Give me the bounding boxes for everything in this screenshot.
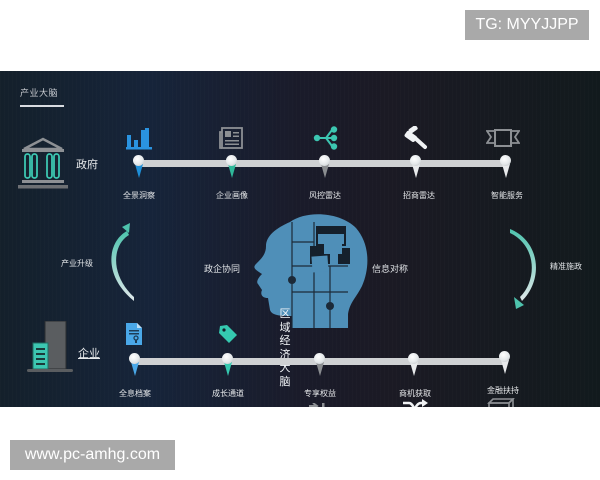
- cycle-arrow-left-icon: [111, 223, 134, 301]
- puzzle-head-icon: [254, 214, 368, 328]
- timeline-node-chengzhang[interactable]: [221, 353, 235, 377]
- cycle-arrow-right-icon: [510, 229, 536, 309]
- ribbon-banner-icon: [486, 129, 520, 147]
- industry-brain-diagram: 产业大脑 政府: [0, 71, 600, 407]
- gavel-icon: [404, 126, 427, 149]
- bar-chart-icon: [126, 128, 152, 150]
- cycle-label-gov-enterprise-collab: 政企协同: [204, 265, 241, 275]
- timeline-label: 全息档案: [119, 389, 151, 398]
- document-certificate-icon: [126, 323, 142, 345]
- timeline-node-zhineng[interactable]: [499, 155, 513, 179]
- card-box-icon: [487, 398, 515, 407]
- timeline-label: 专享权益: [304, 389, 336, 398]
- timeline-label: 商机获取: [399, 389, 431, 398]
- timeline-label: 成长通道: [212, 389, 244, 398]
- cycle-label-industry-upgrade: 产业升级: [61, 259, 93, 268]
- office-building-icon: [27, 321, 73, 372]
- price-tag-icon: [219, 325, 237, 343]
- timeline-node-quanjing[interactable]: [132, 155, 146, 179]
- panel-title-underline: [20, 105, 64, 107]
- timeline-label: 风控雷达: [309, 191, 341, 200]
- panel-title: 产业大脑: [20, 89, 59, 99]
- timeline-node-qiye-huaxiang[interactable]: [225, 155, 239, 179]
- timeline-node-zhaoshang[interactable]: [409, 155, 423, 179]
- cycle-label-info-symmetry: 信息对称: [372, 265, 409, 275]
- timeline-label: 金融扶持: [487, 386, 519, 395]
- hierarchy-share-icon: [313, 126, 338, 150]
- exclusive-arrow-icon: [309, 403, 325, 407]
- timeline-label: 智能服务: [491, 191, 523, 200]
- timeline-label: 企业画像: [216, 191, 248, 200]
- enterprise-label: 企业: [78, 347, 100, 360]
- government-label: 政府: [76, 158, 98, 171]
- watermark-top: TG: MYYJJPP: [465, 10, 589, 40]
- regional-economy-brain-title: 区 域 经 济 大 脑: [279, 307, 291, 388]
- watermark-bottom: www.pc-amhg.com: [10, 440, 175, 470]
- timeline-label: 全景洞察: [123, 191, 155, 200]
- newspaper-icon: [219, 127, 243, 149]
- timeline-node-shangji[interactable]: [407, 353, 421, 377]
- timeline-node-jinrong[interactable]: [498, 351, 512, 375]
- shuffle-icon: [403, 399, 428, 407]
- government-building-icon: [18, 137, 68, 189]
- timeline-node-quanxi[interactable]: [128, 353, 142, 377]
- timeline-label: 招商雷达: [403, 191, 435, 200]
- timeline-node-fengkong[interactable]: [318, 155, 332, 179]
- cycle-label-precise-governance: 精准施政: [550, 262, 582, 271]
- timeline-node-zhuanxiang[interactable]: [313, 353, 327, 377]
